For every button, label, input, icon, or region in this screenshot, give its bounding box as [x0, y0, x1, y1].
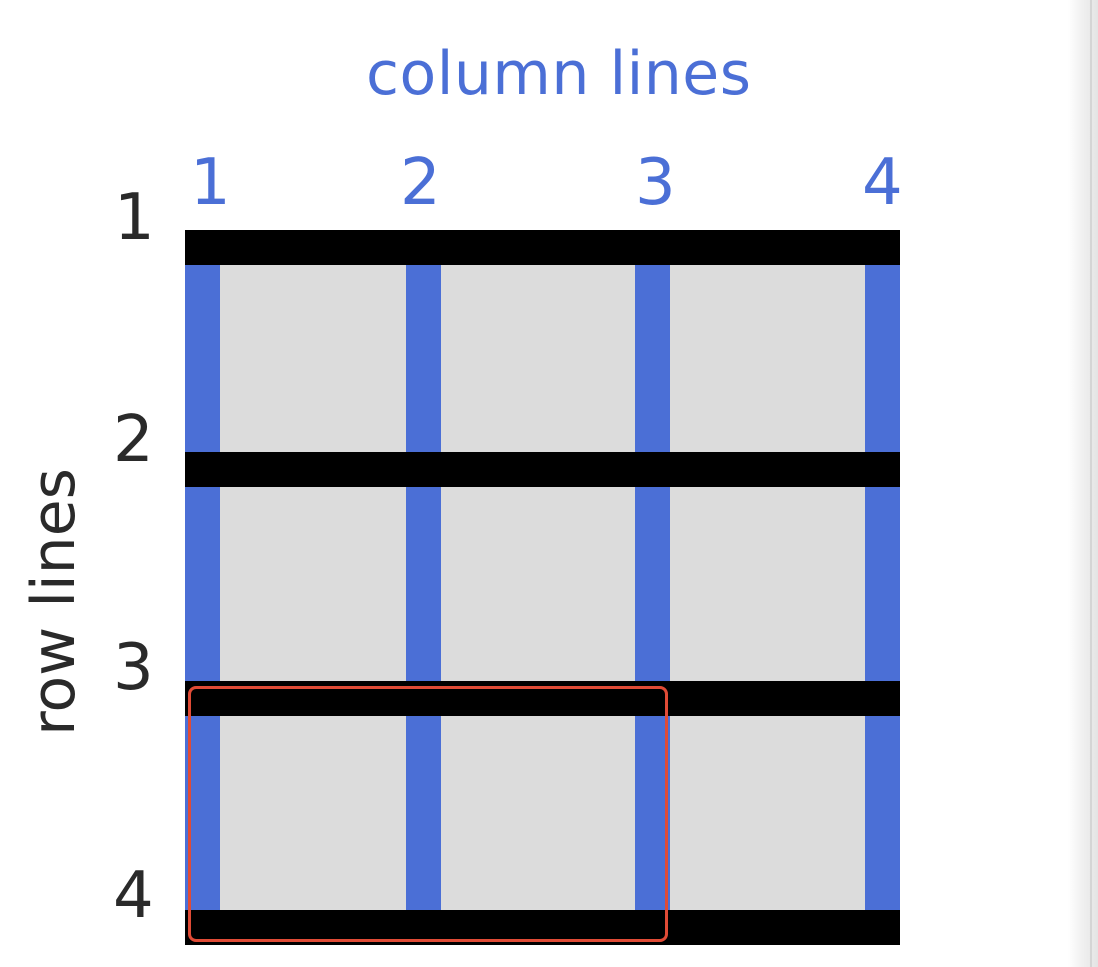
row-line-1	[185, 230, 900, 265]
grid-area	[185, 230, 900, 945]
row-lines-title: row lines	[19, 468, 89, 736]
column-line-3	[635, 230, 670, 945]
page-edge-shadow	[1068, 0, 1098, 967]
row-line-number-3: 3	[113, 631, 154, 705]
column-line-4	[865, 230, 900, 945]
row-line-2	[185, 452, 900, 487]
column-line-number-4: 4	[862, 146, 903, 220]
column-lines-title: column lines	[366, 39, 752, 109]
highlighted-grid-area	[188, 686, 668, 942]
column-line-number-2: 2	[400, 146, 441, 220]
column-line-2	[406, 230, 441, 945]
page-edge-line	[1090, 0, 1092, 967]
row-line-number-2: 2	[113, 403, 154, 477]
column-line-number-1: 1	[190, 146, 231, 220]
column-line-number-3: 3	[635, 146, 676, 220]
row-line-number-4: 4	[113, 859, 154, 933]
row-line-number-1: 1	[114, 181, 155, 255]
